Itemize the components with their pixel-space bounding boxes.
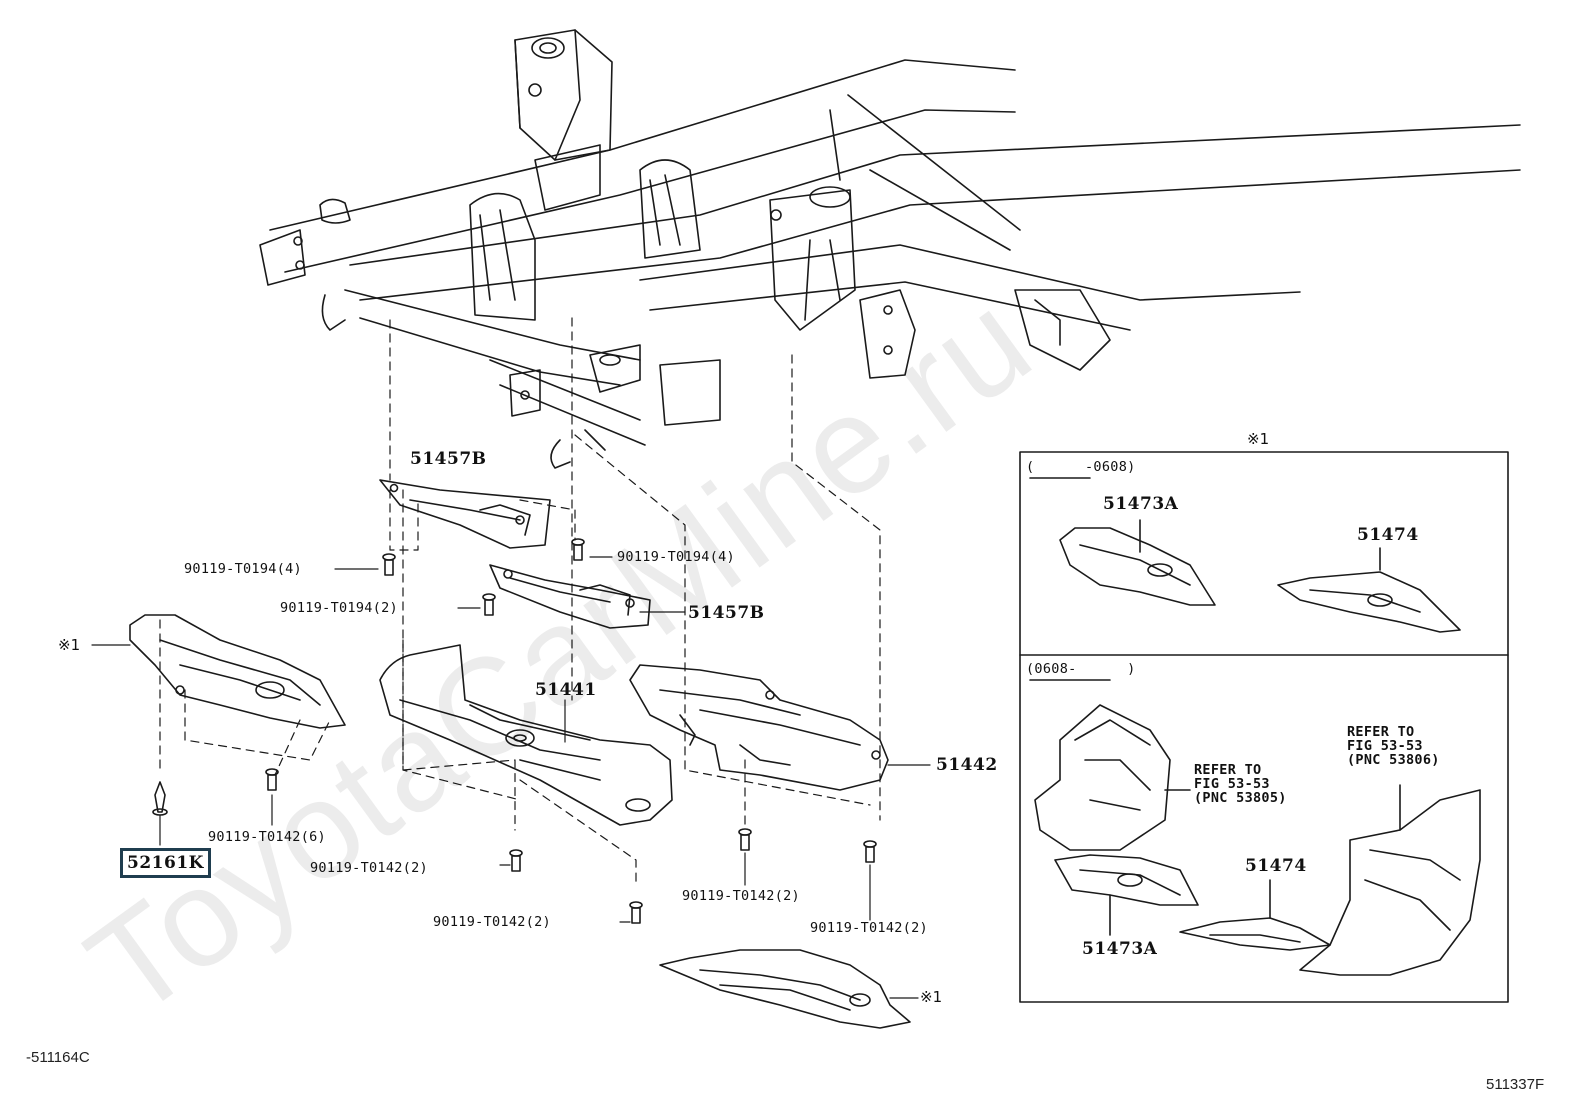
part-51457b-upper[interactable] xyxy=(379,479,551,549)
footer-left-code: -511164C xyxy=(26,1049,90,1066)
label-51441[interactable]: 51441 xyxy=(535,680,597,700)
inset-label-51473a-bottom[interactable]: 51473A xyxy=(1082,939,1158,959)
inset-label-51474-bottom[interactable]: 51474 xyxy=(1245,856,1307,876)
label-bolt-t0142-2-b[interactable]: 90119-T0142(2) xyxy=(433,914,551,930)
inset-ref-53805[interactable]: REFER TO FIG 53-53 (PNC 53805) xyxy=(1194,762,1287,806)
note-marker-left: ※1 xyxy=(58,636,81,654)
label-bolt-t0194-2[interactable]: 90119-T0194(2) xyxy=(280,600,398,616)
part-51441[interactable] xyxy=(379,644,673,826)
label-bolt-t0142-2-a[interactable]: 90119-T0142(2) xyxy=(310,860,428,876)
assembly-dashed-lines xyxy=(159,317,881,886)
label-51457b-top[interactable]: 51457B xyxy=(410,449,487,469)
label-51442[interactable]: 51442 xyxy=(936,755,998,775)
label-bolt-t0142-2-d[interactable]: 90119-T0142(2) xyxy=(810,920,928,936)
bolts xyxy=(152,538,877,924)
footer-right-code: 511337F xyxy=(1486,1076,1545,1093)
inset-range-top: ( -0608) xyxy=(1026,459,1136,475)
inset-label-51474-top[interactable]: 51474 xyxy=(1357,525,1419,545)
label-52161k[interactable]: 52161K xyxy=(120,848,211,878)
part-51457b-lower[interactable] xyxy=(489,564,651,629)
label-bolt-t0194-4-right[interactable]: 90119-T0194(4) xyxy=(617,549,735,565)
label-51457b-right[interactable]: 51457B xyxy=(688,603,765,623)
label-bolt-t0142-2-c[interactable]: 90119-T0142(2) xyxy=(682,888,800,904)
inset-marker: ※1 xyxy=(1247,430,1270,448)
note-marker-bottom: ※1 xyxy=(920,988,943,1006)
part-51442[interactable] xyxy=(629,664,889,791)
frame-assembly xyxy=(259,29,1521,469)
label-bolt-t0194-4-left[interactable]: 90119-T0194(4) xyxy=(184,561,302,577)
inset-panel xyxy=(1019,451,1509,1003)
part-shield-bottom[interactable] xyxy=(659,949,911,1029)
inset-ref-53806[interactable]: REFER TO FIG 53-53 (PNC 53806) xyxy=(1347,724,1440,768)
inset-label-51473a-top[interactable]: 51473A xyxy=(1103,494,1179,514)
label-bolt-t0142-6[interactable]: 90119-T0142(6) xyxy=(208,829,326,845)
part-shield-left[interactable] xyxy=(129,614,346,729)
inset-range-bottom: (0608- ) xyxy=(1026,661,1136,677)
leader-lines xyxy=(91,556,931,999)
